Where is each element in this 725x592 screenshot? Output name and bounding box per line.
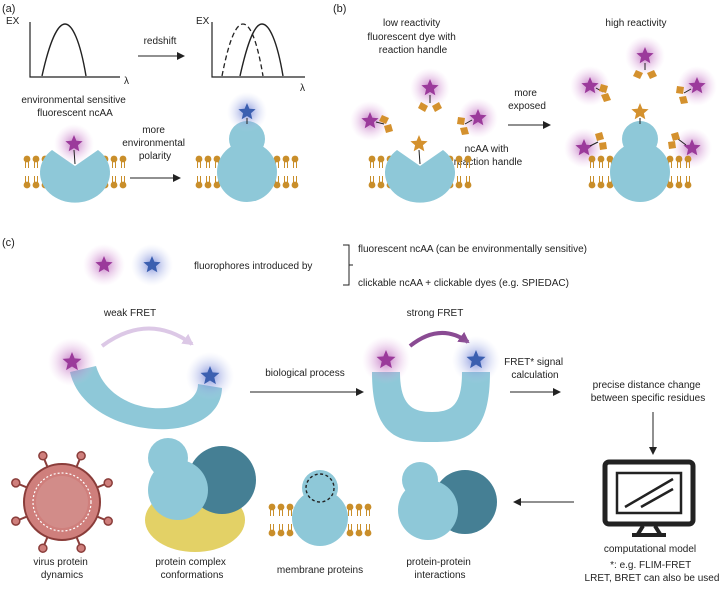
star-icon xyxy=(238,103,256,120)
low-reactivity-title: low reactivity fluorescent dye with reac… xyxy=(367,18,458,56)
spectrum-plot-after: EX λ xyxy=(196,16,305,94)
star-icon xyxy=(631,103,649,120)
panel-a-label: (a) xyxy=(2,3,15,15)
svg-text:redshift: redshift xyxy=(144,36,177,47)
star-icon xyxy=(581,77,599,94)
app-label-ppi: protein-protein interactions xyxy=(406,557,473,581)
strong-fret-protein: strong FRET xyxy=(362,308,500,442)
svg-text:fluorophores introduced by: fluorophores introduced by xyxy=(194,261,312,272)
spectrum-plot-before: EX λ xyxy=(6,16,129,87)
biological-process-arrow: biological process xyxy=(250,368,364,396)
ncaa-caption: environmental sensitive fluorescent ncAA xyxy=(21,95,128,119)
footnote: *: e.g. FLIM-FRET LRET, BRET can also be… xyxy=(585,560,720,584)
svg-text:more environmental: more environmental polarity xyxy=(122,125,188,162)
polarity-arrow: more environmental polarity xyxy=(122,125,188,182)
computer-monitor-icon xyxy=(602,459,696,537)
star-icon xyxy=(636,47,654,64)
redshift-arrow: redshift xyxy=(138,36,185,60)
svg-text:clickable ncAA + clickable dye: clickable ncAA + clickable dyes (e.g. SP… xyxy=(358,278,569,289)
svg-text:EX: EX xyxy=(196,16,210,27)
star-icon xyxy=(143,256,161,273)
star-icon xyxy=(62,352,82,371)
svg-text:FRET* signal calculation: FRET* signal calculation xyxy=(504,357,566,381)
reactive-dyes-high xyxy=(564,36,717,168)
lipid-bilayer xyxy=(195,155,299,189)
signal-calculation-arrow: FRET* signal calculation xyxy=(504,357,566,396)
ncaa-handle-label: ncAA with reaction handle xyxy=(454,144,523,168)
membrane-protein-low xyxy=(368,135,472,203)
svg-text:biological process: biological process xyxy=(265,368,345,379)
axis-x-label: λ xyxy=(124,76,129,87)
membrane-protein-left xyxy=(23,124,127,203)
svg-text:more exposed: more exposed xyxy=(508,88,546,112)
star-icon xyxy=(410,135,428,152)
app-label-membrane: membrane proteins xyxy=(277,565,363,576)
axis-y-label: EX xyxy=(6,16,20,27)
star-icon xyxy=(688,77,706,94)
star-icon xyxy=(65,135,83,152)
app-label-virus: virus protein dynamics xyxy=(33,557,90,581)
lipid-bilayer xyxy=(588,155,692,189)
weak-fret-protein: weak FRET xyxy=(48,308,234,430)
star-icon xyxy=(421,79,439,96)
computational-model-label: computational model xyxy=(604,544,696,555)
panel-c-label: (c) xyxy=(2,237,15,249)
panel-b-label: (b) xyxy=(333,3,346,15)
fluorophore-legend: fluorophores introduced by fluorescent n… xyxy=(83,244,587,289)
lipid-bilayer xyxy=(268,503,372,537)
membrane-protein-right xyxy=(195,92,299,202)
star-icon xyxy=(575,139,593,156)
high-reactivity-title: high reactivity xyxy=(605,18,666,29)
virus-particle-icon xyxy=(11,451,113,553)
star-icon xyxy=(361,112,379,129)
app-label-complex: protein complex conformations xyxy=(155,557,228,581)
star-icon xyxy=(200,366,220,385)
svg-text:weak FRET: weak FRET xyxy=(103,308,156,319)
membrane-protein-high xyxy=(588,103,692,202)
star-icon xyxy=(466,350,486,369)
star-icon xyxy=(95,256,113,273)
reactive-dyes-low xyxy=(350,68,498,141)
star-icon xyxy=(376,350,396,369)
svg-text:strong FRET: strong FRET xyxy=(407,308,464,319)
protein-protein-icon xyxy=(398,462,497,540)
exposed-arrow: more exposed xyxy=(508,88,551,129)
svg-text:fluorescent ncAA (can be envir: fluorescent ncAA (can be environmentally… xyxy=(358,244,587,255)
star-icon xyxy=(469,109,487,126)
protein-complex-icon xyxy=(145,438,256,552)
star-icon xyxy=(683,139,701,156)
svg-text:λ: λ xyxy=(300,83,305,94)
membrane-protein-app-icon xyxy=(268,470,372,546)
distance-change-text: precise distance change between specific… xyxy=(591,380,706,404)
